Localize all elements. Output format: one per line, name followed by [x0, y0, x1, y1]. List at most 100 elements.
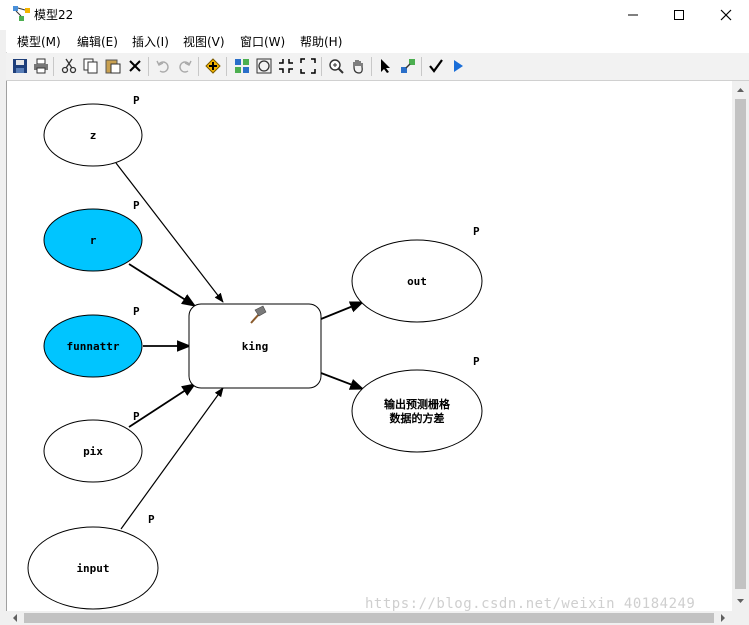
- full-extent-icon: [256, 58, 272, 74]
- paste-icon: [105, 59, 121, 74]
- menu-insert[interactable]: 插入(I): [132, 35, 169, 49]
- minimize-icon: [628, 14, 638, 16]
- toolbar-separator: [53, 57, 54, 76]
- copy-icon: [83, 58, 98, 74]
- vertical-scrollbar[interactable]: [732, 81, 749, 611]
- paste-button[interactable]: [104, 57, 122, 75]
- scroll-left-icon: [13, 614, 17, 622]
- full-extent-button[interactable]: [255, 57, 273, 75]
- scroll-up-icon: [737, 88, 744, 92]
- validate-button[interactable]: [427, 57, 445, 75]
- parameter-marker: P: [133, 94, 140, 107]
- node-z[interactable]: z P: [43, 94, 143, 167]
- connector-king-out: [320, 301, 365, 320]
- connector-king-variance: [320, 372, 365, 390]
- zoom-in-button[interactable]: [327, 57, 345, 75]
- redo-button[interactable]: [176, 57, 194, 75]
- vertical-scroll-thumb[interactable]: [735, 99, 746, 589]
- select-icon: [381, 59, 390, 73]
- menu-view[interactable]: 视图(V): [183, 35, 225, 49]
- menu-model[interactable]: 模型(M): [17, 35, 61, 49]
- parameter-marker: P: [133, 305, 140, 318]
- delete-icon: [129, 60, 141, 72]
- cut-icon: [61, 58, 77, 74]
- minimize-button[interactable]: [610, 2, 656, 28]
- parameter-marker: P: [148, 513, 155, 526]
- zoom-out-fixed-button[interactable]: [299, 57, 317, 75]
- delete-button[interactable]: [126, 57, 144, 75]
- menu-edit[interactable]: 编辑(E): [77, 35, 118, 49]
- save-button[interactable]: [11, 57, 29, 75]
- undo-icon: [156, 60, 169, 73]
- close-button[interactable]: [703, 2, 749, 28]
- model-diagram: z P r P funnattr P pix P input P: [27, 94, 483, 610]
- save-icon: [13, 59, 27, 73]
- menu-bar: 模型(M) 编辑(E) 插入(I) 视图(V) 窗口(W) 帮助(H): [6, 30, 749, 52]
- toolbar: [6, 53, 749, 81]
- title-bar: 模型22: [0, 0, 749, 30]
- window-title: 模型22: [34, 8, 74, 22]
- toolbar-separator: [226, 57, 227, 76]
- connector-input-king: [120, 387, 224, 530]
- node-pix-label: pix: [83, 445, 103, 458]
- toolbar-separator: [321, 57, 322, 76]
- validate-icon: [429, 59, 443, 73]
- node-pix[interactable]: pix P: [43, 410, 143, 483]
- select-button[interactable]: [377, 57, 395, 75]
- undo-button[interactable]: [154, 57, 172, 75]
- toolbar-separator: [421, 57, 422, 76]
- node-funnattr-label: funnattr: [67, 340, 120, 353]
- hammer-icon: [250, 305, 267, 324]
- node-variance-label-line1: 输出预测栅格: [384, 397, 451, 411]
- node-variance-label-line2: 数据的方差: [390, 411, 445, 425]
- zoom-in-fixed-button[interactable]: [277, 57, 295, 75]
- auto-layout-icon: [235, 59, 249, 73]
- copy-button[interactable]: [82, 57, 100, 75]
- zoom-out-fixed-icon: [300, 58, 316, 74]
- scroll-down-icon: [737, 599, 744, 603]
- node-funnattr[interactable]: funnattr P: [43, 305, 143, 378]
- scroll-right-icon: [721, 614, 725, 622]
- menu-window[interactable]: 窗口(W): [240, 35, 286, 49]
- parameter-marker: P: [133, 410, 140, 423]
- node-input-label: input: [76, 562, 109, 575]
- node-r-label: r: [90, 234, 97, 247]
- run-icon: [454, 60, 463, 72]
- node-out[interactable]: out P: [351, 225, 483, 323]
- node-r[interactable]: r P: [43, 199, 143, 272]
- scrollbar-corner: [732, 611, 749, 625]
- connector-r-king: [128, 263, 197, 307]
- node-variance-output[interactable]: 输出预测栅格 数据的方差 P: [351, 355, 483, 453]
- node-input[interactable]: input P: [27, 513, 159, 610]
- connector-pix-king: [128, 383, 197, 428]
- print-button[interactable]: [32, 57, 50, 75]
- toolbar-separator: [371, 57, 372, 76]
- print-icon: [34, 58, 48, 74]
- horizontal-scroll-thumb[interactable]: [24, 613, 714, 623]
- add-data-button[interactable]: [204, 57, 222, 75]
- pan-button[interactable]: [349, 57, 367, 75]
- connect-icon: [401, 59, 415, 73]
- horizontal-scrollbar[interactable]: [6, 611, 732, 625]
- cut-button[interactable]: [60, 57, 78, 75]
- parameter-marker: P: [473, 225, 480, 238]
- connector-z-king: [115, 162, 224, 303]
- menu-help[interactable]: 帮助(H): [300, 35, 343, 49]
- pan-icon: [353, 60, 363, 74]
- tool-node-king[interactable]: king: [188, 303, 322, 389]
- parameter-marker: P: [473, 355, 480, 368]
- toolbar-separator: [148, 57, 149, 76]
- auto-layout-button[interactable]: [233, 57, 251, 75]
- parameter-marker: P: [133, 199, 140, 212]
- zoom-in-icon: [329, 59, 344, 74]
- model-canvas[interactable]: z P r P funnattr P pix P input P: [6, 81, 733, 611]
- run-button[interactable]: [449, 57, 467, 75]
- redo-icon: [179, 60, 192, 73]
- tool-node-king-label: king: [242, 340, 269, 353]
- model-app-icon: [13, 6, 30, 21]
- node-z-label: z: [90, 129, 97, 142]
- connect-button[interactable]: [399, 57, 417, 75]
- watermark: https://blog.csdn.net/weixin_40184249: [365, 596, 696, 612]
- maximize-icon: [674, 10, 684, 20]
- maximize-button[interactable]: [656, 2, 702, 28]
